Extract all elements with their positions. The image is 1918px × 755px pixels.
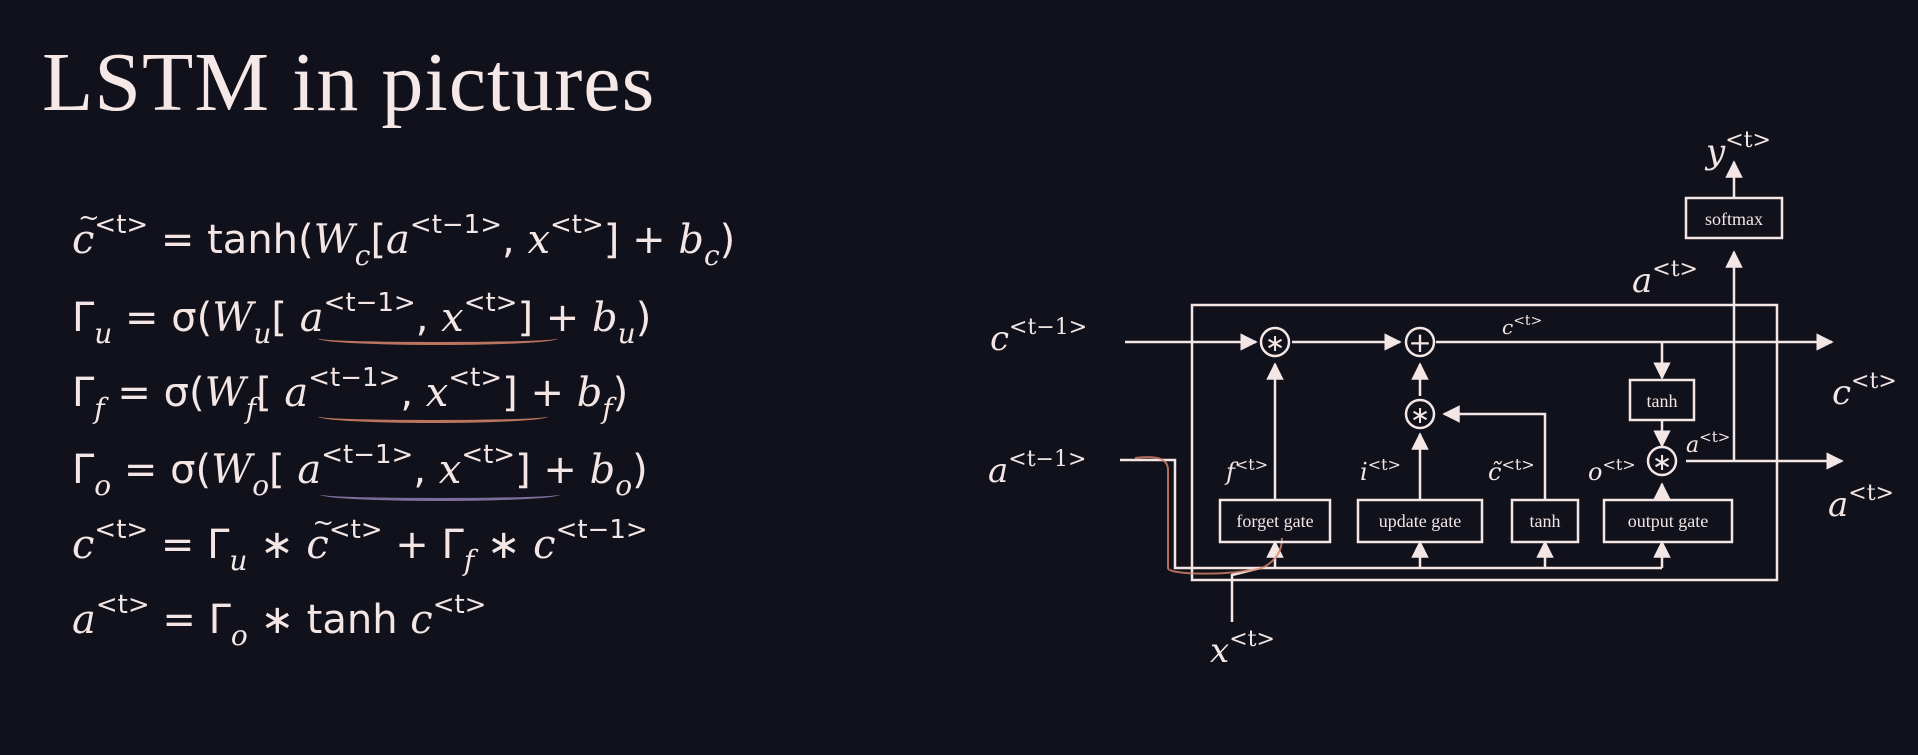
handwritten-underline (318, 332, 558, 345)
forget-mult-op (1259, 326, 1291, 358)
update-gate-box (1356, 498, 1484, 544)
mult-glyph: ∗ (1410, 401, 1430, 429)
slide-title: LSTM in pictures (42, 36, 656, 129)
o-label: o<t> (1588, 455, 1636, 486)
update-gate-label: update gate (1379, 511, 1461, 531)
handwritten-trace (1134, 456, 1283, 575)
equation-candidate-cell: c<t> = tanh(Wc[a<t−1>, x<t>] + bc) (72, 188, 735, 275)
x-input-line (1230, 566, 1261, 622)
a-out-label: a<t> (1828, 481, 1894, 525)
input-bus (1120, 458, 1662, 570)
y-label: y<t> (1704, 128, 1771, 172)
equation-output-gate: Γo = σ(Wo[ a<t−1>, x<t>] + bo) (72, 440, 648, 502)
cell-boundary (1190, 303, 1779, 582)
tanh-gate-label: tanh (1530, 511, 1561, 531)
candidate-arrow (1442, 405, 1547, 500)
f-label: f<t> (1224, 455, 1268, 486)
equation-forget-gate: Γf = σ(Wf[ a<t−1>, x<t>] + bf) (72, 363, 629, 425)
x-label: x<t> (1210, 627, 1275, 671)
tanh-top-box (1628, 378, 1696, 422)
add-op (1404, 326, 1436, 358)
handwritten-underline (318, 410, 548, 423)
output-gate-box (1602, 498, 1734, 544)
update-mult-op (1404, 398, 1436, 430)
output-mult-op (1646, 445, 1678, 477)
c-line-label: c<t> (1502, 313, 1542, 339)
mult-glyph: ∗ (1265, 329, 1285, 357)
equation-activation: a<t> = Γo ∗ tanh c<t> (72, 590, 487, 652)
ct-label: c̃<t> (1488, 455, 1535, 486)
equation-cell-state: c<t> = Γu ∗ c<t> + Γf ∗ c<t−1> (72, 493, 648, 580)
handwritten-underline (320, 488, 560, 501)
a-prev-label: a<t−1> (988, 447, 1086, 491)
softmax-label: softmax (1705, 209, 1763, 229)
softmax-box (1684, 196, 1784, 240)
equation-update-gate: Γu = σ(Wu[ a<t−1>, x<t>] + bu) (72, 288, 652, 350)
forget-gate-box (1218, 498, 1332, 544)
output-gate-label: output gate (1628, 511, 1708, 531)
c-out-label: c<t> (1832, 369, 1897, 413)
tanh-top-label: tanh (1647, 391, 1678, 411)
a-top-label: a<t> (1632, 257, 1698, 301)
add-glyph: + (1408, 326, 1431, 359)
c-prev-label: c<t−1> (990, 315, 1087, 359)
i-label: i<t> (1360, 455, 1401, 486)
forget-gate-label: forget gate (1236, 511, 1313, 531)
a-small-label: a<t> (1686, 428, 1730, 458)
mult-glyph: ∗ (1652, 448, 1672, 476)
tanh-gate-box (1510, 498, 1580, 544)
